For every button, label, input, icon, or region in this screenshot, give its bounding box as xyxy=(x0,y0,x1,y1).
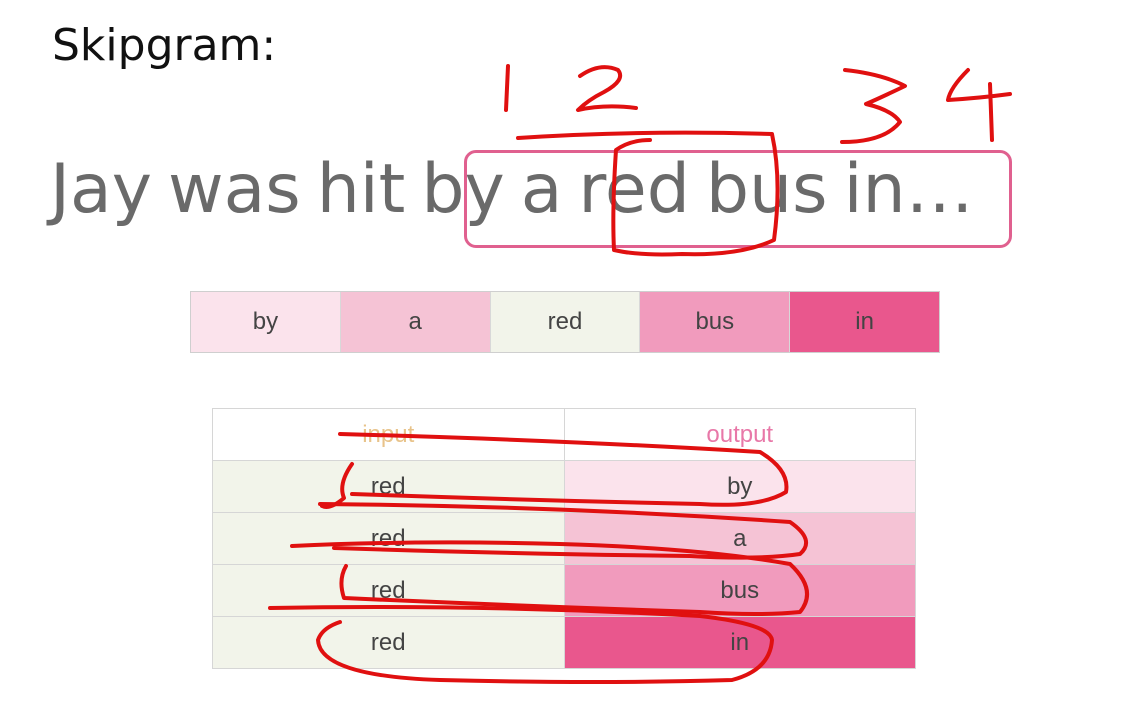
sentence-word: Jay xyxy=(50,150,152,229)
ink-number-2 xyxy=(576,65,638,112)
sentence-word: in… xyxy=(843,150,974,229)
ink-number-4 xyxy=(946,68,1012,142)
input-cell: red xyxy=(212,616,565,669)
window-strip: by a red bus in xyxy=(190,291,940,353)
window-word-cell: by xyxy=(191,292,341,352)
table-header-row: input output xyxy=(212,408,916,461)
sentence-word: was xyxy=(167,150,301,229)
output-header: output xyxy=(563,408,916,461)
window-word-label: in xyxy=(855,308,874,335)
table-row: red a xyxy=(212,512,916,565)
table-row: red in xyxy=(212,616,916,669)
output-cell: in xyxy=(563,616,916,669)
table-row: red by xyxy=(212,460,916,513)
input-cell: red xyxy=(212,460,565,513)
window-word-label: bus xyxy=(695,308,735,335)
input-header: input xyxy=(212,408,565,461)
window-word-cell: bus xyxy=(640,292,791,352)
sentence-word: hit xyxy=(316,150,406,229)
output-cell: a xyxy=(563,512,916,565)
window-word-label: a xyxy=(408,308,422,335)
slide-title: Skipgram: xyxy=(52,20,277,71)
ink-number-1 xyxy=(504,64,510,112)
output-cell: bus xyxy=(563,564,916,617)
window-word-label: by xyxy=(252,308,279,335)
context-window-box xyxy=(464,150,1012,248)
input-cell: red xyxy=(212,512,565,565)
training-pairs-table: input output red by red a red bus red in xyxy=(212,408,916,669)
window-word-cell: in xyxy=(790,292,939,352)
sentence-word: by xyxy=(421,150,505,229)
window-word-label: red xyxy=(547,308,583,335)
table-row: red bus xyxy=(212,564,916,617)
input-cell: red xyxy=(212,564,565,617)
window-word-cell: a xyxy=(340,292,491,352)
ink-number-3 xyxy=(840,68,907,144)
window-word-cell: red xyxy=(490,292,641,352)
output-cell: by xyxy=(563,460,916,513)
